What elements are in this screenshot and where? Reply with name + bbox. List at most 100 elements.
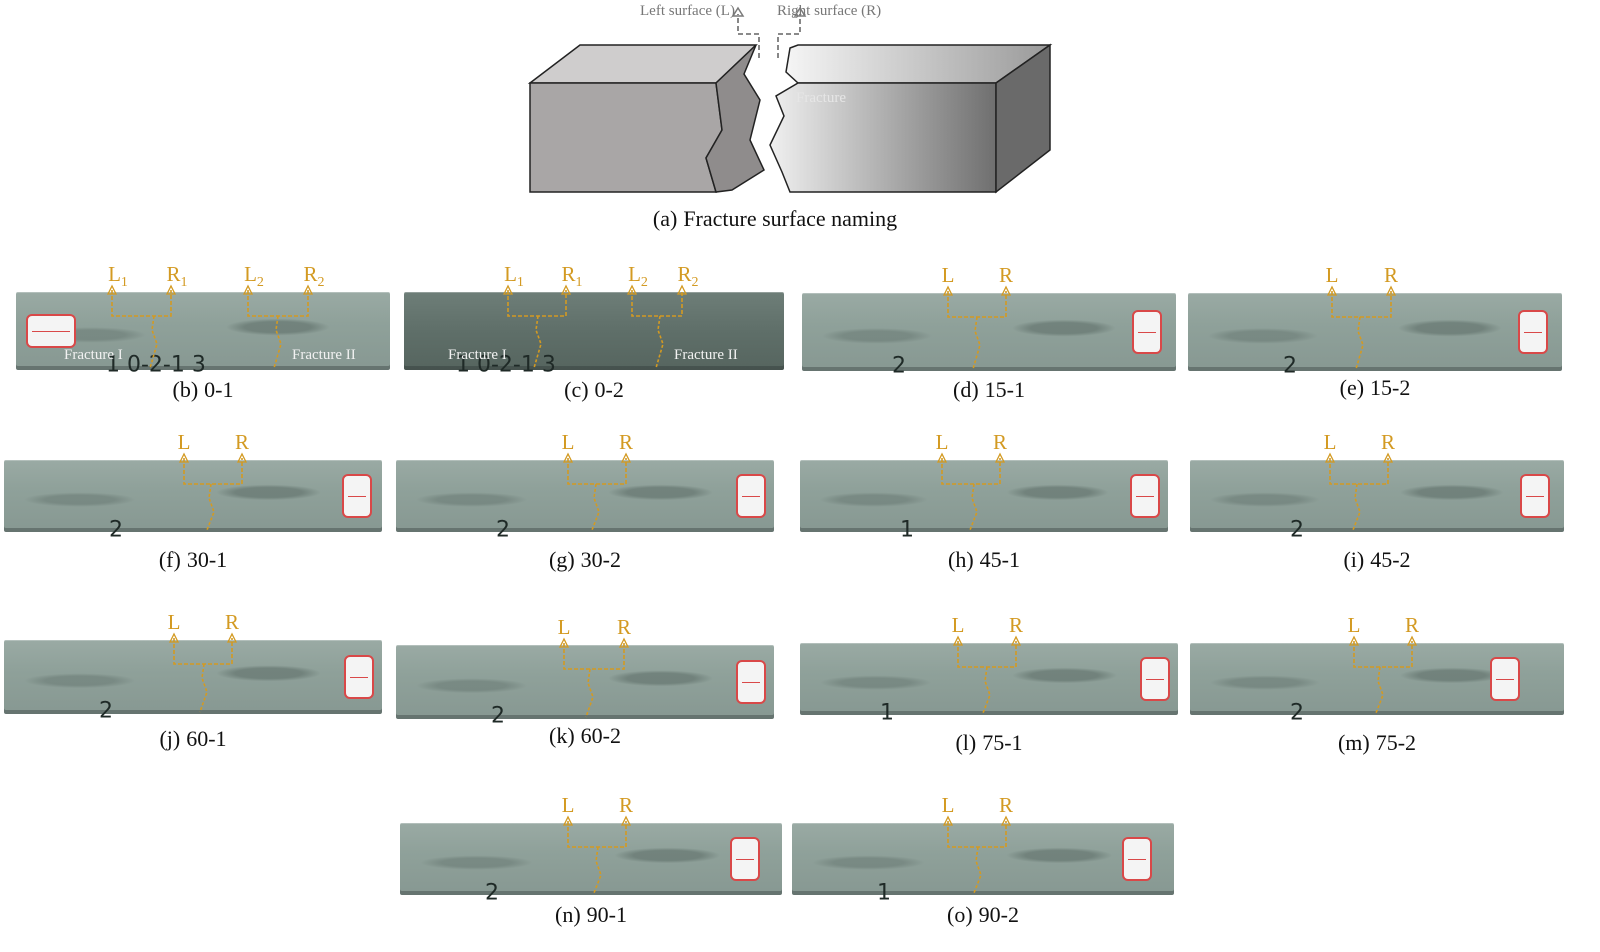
caption-letter: (c) xyxy=(564,377,589,402)
fracture-annotation-c xyxy=(502,284,688,369)
right-surface-marker: R xyxy=(1384,265,1398,286)
caption-l: (l)75-1 xyxy=(955,731,1022,755)
specimen-photo: 2 xyxy=(1188,293,1562,378)
caption-label: 60-2 xyxy=(580,723,621,748)
arrowhead xyxy=(226,632,238,643)
lr-bracket xyxy=(941,458,1001,485)
arrowhead xyxy=(1324,452,1336,463)
arrowhead xyxy=(1382,452,1394,463)
arrowhead xyxy=(178,452,190,463)
lr-bracket xyxy=(631,290,683,317)
fracture-i-label: Fracture I xyxy=(448,347,507,363)
lr-bracket xyxy=(1353,641,1413,668)
caption-label: 45-1 xyxy=(979,547,1020,572)
caption-letter: (h) xyxy=(948,547,974,572)
fracture-annotation-k xyxy=(558,637,630,718)
specimen-marking: 2 xyxy=(491,703,505,729)
lr-bracket xyxy=(173,638,233,665)
arrowhead xyxy=(1000,815,1012,826)
arrowhead xyxy=(106,284,118,295)
caption-label: 0-1 xyxy=(204,377,234,402)
specimen-marking: 2 xyxy=(1290,700,1304,726)
caption-label: 0-2 xyxy=(594,377,624,402)
caption-label: 75-1 xyxy=(982,730,1023,755)
caption-label: 15-1 xyxy=(984,377,1025,402)
caption-letter: (d) xyxy=(953,377,979,402)
marker-letter: R xyxy=(303,262,318,286)
marker-letter: L xyxy=(628,262,641,286)
left-surface-marker: L xyxy=(941,793,955,817)
caption-letter: (i) xyxy=(1343,547,1365,572)
fracture-line xyxy=(149,315,158,369)
arrowhead xyxy=(236,452,248,463)
marker-letter: L xyxy=(935,430,949,454)
fracture-annotation-o xyxy=(942,815,1012,894)
specimen-photo: 2 xyxy=(1190,643,1564,726)
specimen-marking: 2 xyxy=(496,517,510,543)
marker-letter: R xyxy=(234,430,250,454)
lr-bracket xyxy=(1331,291,1392,318)
lr-bracket xyxy=(111,290,172,317)
arrowhead xyxy=(942,815,954,826)
caption-a-letter: (a) xyxy=(652,206,678,231)
marker-letter: L xyxy=(177,430,191,454)
fracture-line xyxy=(969,483,978,531)
specimen-sticker xyxy=(730,837,760,881)
marker-letter: L xyxy=(941,793,955,817)
fracture-line xyxy=(533,315,542,369)
fracture-annotation-f xyxy=(178,452,248,531)
arrowhead xyxy=(242,284,254,295)
specimen-photo: 2 xyxy=(400,823,782,906)
right-surface-marker: R xyxy=(619,795,633,816)
marker-letter: L xyxy=(167,610,181,634)
specimen-sticker xyxy=(736,660,766,704)
arrowhead xyxy=(942,285,954,296)
specimen-photo: 1 0-2-1 3 xyxy=(16,292,390,377)
left-surface-marker: L xyxy=(1348,615,1361,636)
fracture-line xyxy=(1352,483,1361,531)
caption-j: (j)60-1 xyxy=(159,727,226,751)
marker-letter: R xyxy=(998,263,1014,287)
left-surface-marker: L xyxy=(562,795,575,816)
left-fracture-surface xyxy=(705,44,765,193)
marker-letter: L xyxy=(244,262,257,286)
specimen-photo: 2 xyxy=(802,293,1176,378)
caption-a: (a)Fracture surface naming xyxy=(653,207,897,231)
left-surface-marker: L xyxy=(562,432,575,453)
specimen-sticker xyxy=(26,314,76,348)
specimen-marking: 1 xyxy=(900,517,914,543)
caption-letter: (f) xyxy=(158,547,181,572)
arrowhead xyxy=(620,815,632,826)
right-surface-arrowhead xyxy=(793,6,807,17)
left-surface-marker: L1 xyxy=(504,264,524,293)
left-surface-marker: L xyxy=(177,430,191,454)
specimen-marking: 2 xyxy=(99,698,113,724)
arrowhead xyxy=(558,637,570,648)
caption-label: 90-1 xyxy=(586,902,627,927)
fracture-ii-label: Fracture II xyxy=(292,347,356,363)
specimen-marking: 1 xyxy=(880,700,894,726)
marker-letter: R xyxy=(166,262,181,286)
specimen-marking: 2 xyxy=(892,353,906,379)
marker-letter: L xyxy=(108,262,121,286)
lr-bracket xyxy=(567,458,627,485)
fracture-line xyxy=(585,668,594,718)
caption-m: (m)75-2 xyxy=(1338,731,1416,755)
specimen-photo: 2 xyxy=(1190,460,1564,543)
lr-bracket xyxy=(567,821,627,848)
fracture-annotation-l xyxy=(952,635,1022,714)
fracture-line xyxy=(655,315,664,369)
fracture-line xyxy=(273,315,282,369)
specimen-photo: 1 xyxy=(792,823,1174,906)
caption-label: 30-2 xyxy=(580,547,621,572)
specimen-panel-n: 2 L R xyxy=(400,783,782,906)
caption-n: (n)90-1 xyxy=(555,903,627,927)
